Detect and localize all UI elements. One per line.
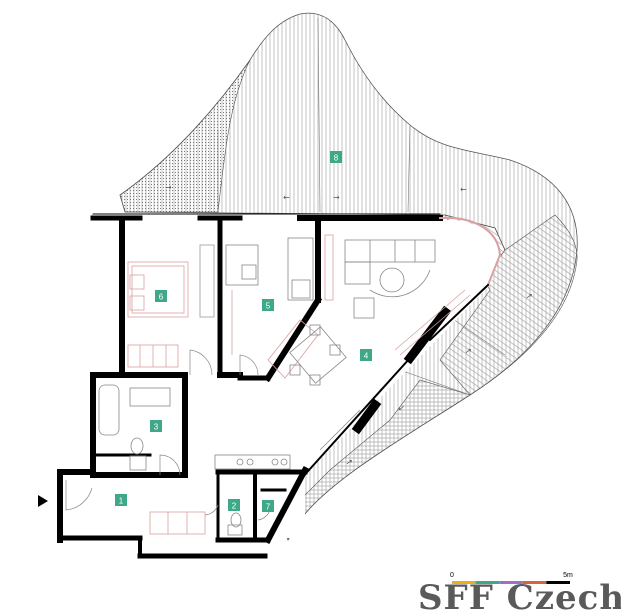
scale-segment bbox=[499, 581, 523, 584]
scale-segment bbox=[475, 581, 500, 584]
svg-text:6: 6 bbox=[159, 293, 164, 302]
svg-text:5: 5 bbox=[266, 302, 271, 311]
svg-text:7: 7 bbox=[266, 503, 271, 512]
scale-segment bbox=[522, 581, 547, 584]
svg-text:1: 1 bbox=[119, 497, 124, 506]
room-tag-3: 3 bbox=[150, 420, 162, 432]
room-tag-5: 5 bbox=[262, 299, 274, 311]
logo-text: SFF Czech bbox=[418, 578, 621, 611]
scale-end-label: 5m bbox=[563, 572, 573, 579]
svg-text:3: 3 bbox=[154, 423, 159, 432]
svg-text:←: ← bbox=[283, 193, 290, 202]
doors bbox=[65, 349, 271, 521]
svg-text:→: → bbox=[333, 193, 340, 202]
svg-text:→: → bbox=[344, 456, 355, 467]
room-tag-2: 2 bbox=[228, 499, 240, 511]
walls bbox=[57, 213, 502, 559]
room-tag-8: 8 bbox=[330, 151, 342, 163]
scale-segment bbox=[452, 581, 476, 584]
scale-start-label: 0 bbox=[450, 572, 454, 579]
furniture-hall bbox=[149, 511, 243, 536]
scale-segment bbox=[546, 581, 570, 584]
room-tag-4: 4 bbox=[360, 349, 372, 361]
svg-text:4: 4 bbox=[364, 352, 369, 361]
svg-text:2: 2 bbox=[232, 502, 237, 511]
furniture-bedroom bbox=[127, 244, 215, 368]
svg-text:→: → bbox=[463, 345, 474, 356]
entrance-arrow-icon bbox=[38, 495, 48, 507]
svg-text:←: ← bbox=[396, 402, 407, 413]
furniture-living bbox=[214, 234, 471, 470]
room-tag-6: 6 bbox=[155, 290, 167, 302]
svg-text:→: → bbox=[165, 183, 172, 192]
scale-bar: 0 5m bbox=[450, 572, 573, 584]
room-tag-1: 1 bbox=[115, 494, 127, 506]
svg-text:8: 8 bbox=[334, 154, 339, 163]
svg-text:→: → bbox=[524, 290, 535, 301]
svg-text:←: ← bbox=[460, 185, 467, 194]
furniture-bathroom bbox=[98, 384, 171, 471]
room-tag-7: 7 bbox=[262, 500, 274, 512]
room-tags: 1 2 3 4 5 6 7 8 bbox=[115, 151, 372, 512]
